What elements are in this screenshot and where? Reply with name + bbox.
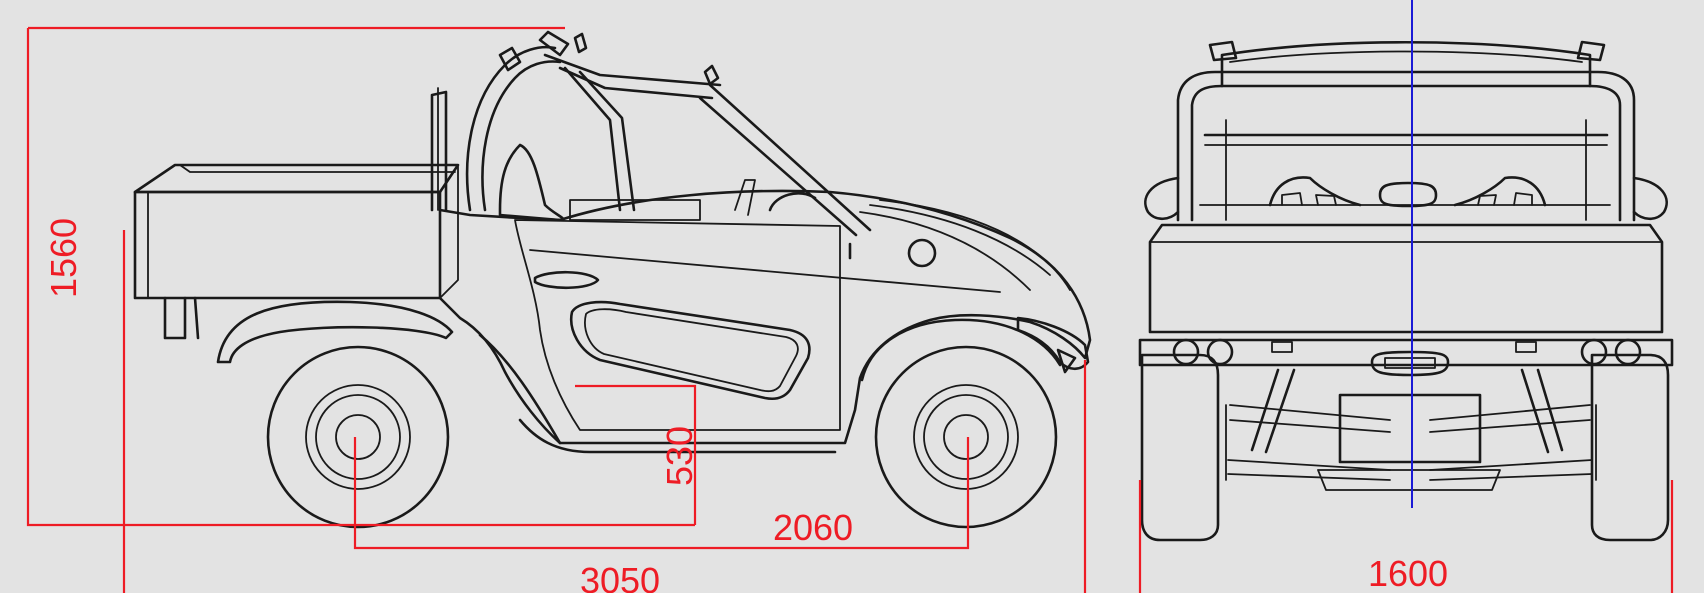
front-body	[1148, 223, 1664, 334]
steering-wheel	[768, 192, 817, 212]
front-seats	[1268, 176, 1547, 207]
rear-fender	[216, 300, 454, 364]
front-bumper	[1016, 316, 1090, 371]
right-headlamp-outer	[1614, 338, 1642, 366]
right-headlamp-inner	[1580, 338, 1608, 366]
door-outline	[514, 219, 841, 431]
left-headlamp-outer	[1172, 338, 1200, 366]
cargo-bed	[133, 163, 460, 340]
right-front-tire	[1590, 353, 1670, 542]
wheelbase-label: 2060	[773, 507, 853, 548]
body-side	[438, 189, 1092, 445]
track-width-label: 1600	[1368, 553, 1448, 593]
track-dimension-lines	[1138, 480, 1674, 593]
door-handle	[533, 270, 600, 290]
headlamp-side	[907, 238, 937, 268]
front-suspension	[1225, 368, 1597, 491]
front-wheel	[874, 345, 1058, 529]
left-front-tire	[1140, 353, 1220, 542]
overall-height-label: 1560	[43, 218, 84, 298]
front-view	[1138, 0, 1674, 593]
roll-cage	[430, 30, 872, 237]
overall-length-label: 3050	[580, 560, 660, 593]
front-roll-cage	[1176, 40, 1636, 222]
ground-clearance-label: 530	[659, 426, 700, 486]
front-fender	[860, 318, 1062, 382]
side-dimension-lines	[26, 26, 1087, 593]
left-headlamp-inner	[1206, 338, 1234, 366]
front-bumper-bar	[1138, 338, 1674, 367]
seat	[498, 143, 565, 222]
door-panel	[569, 300, 811, 401]
rear-wheel	[266, 345, 450, 529]
side-view	[26, 26, 1092, 593]
